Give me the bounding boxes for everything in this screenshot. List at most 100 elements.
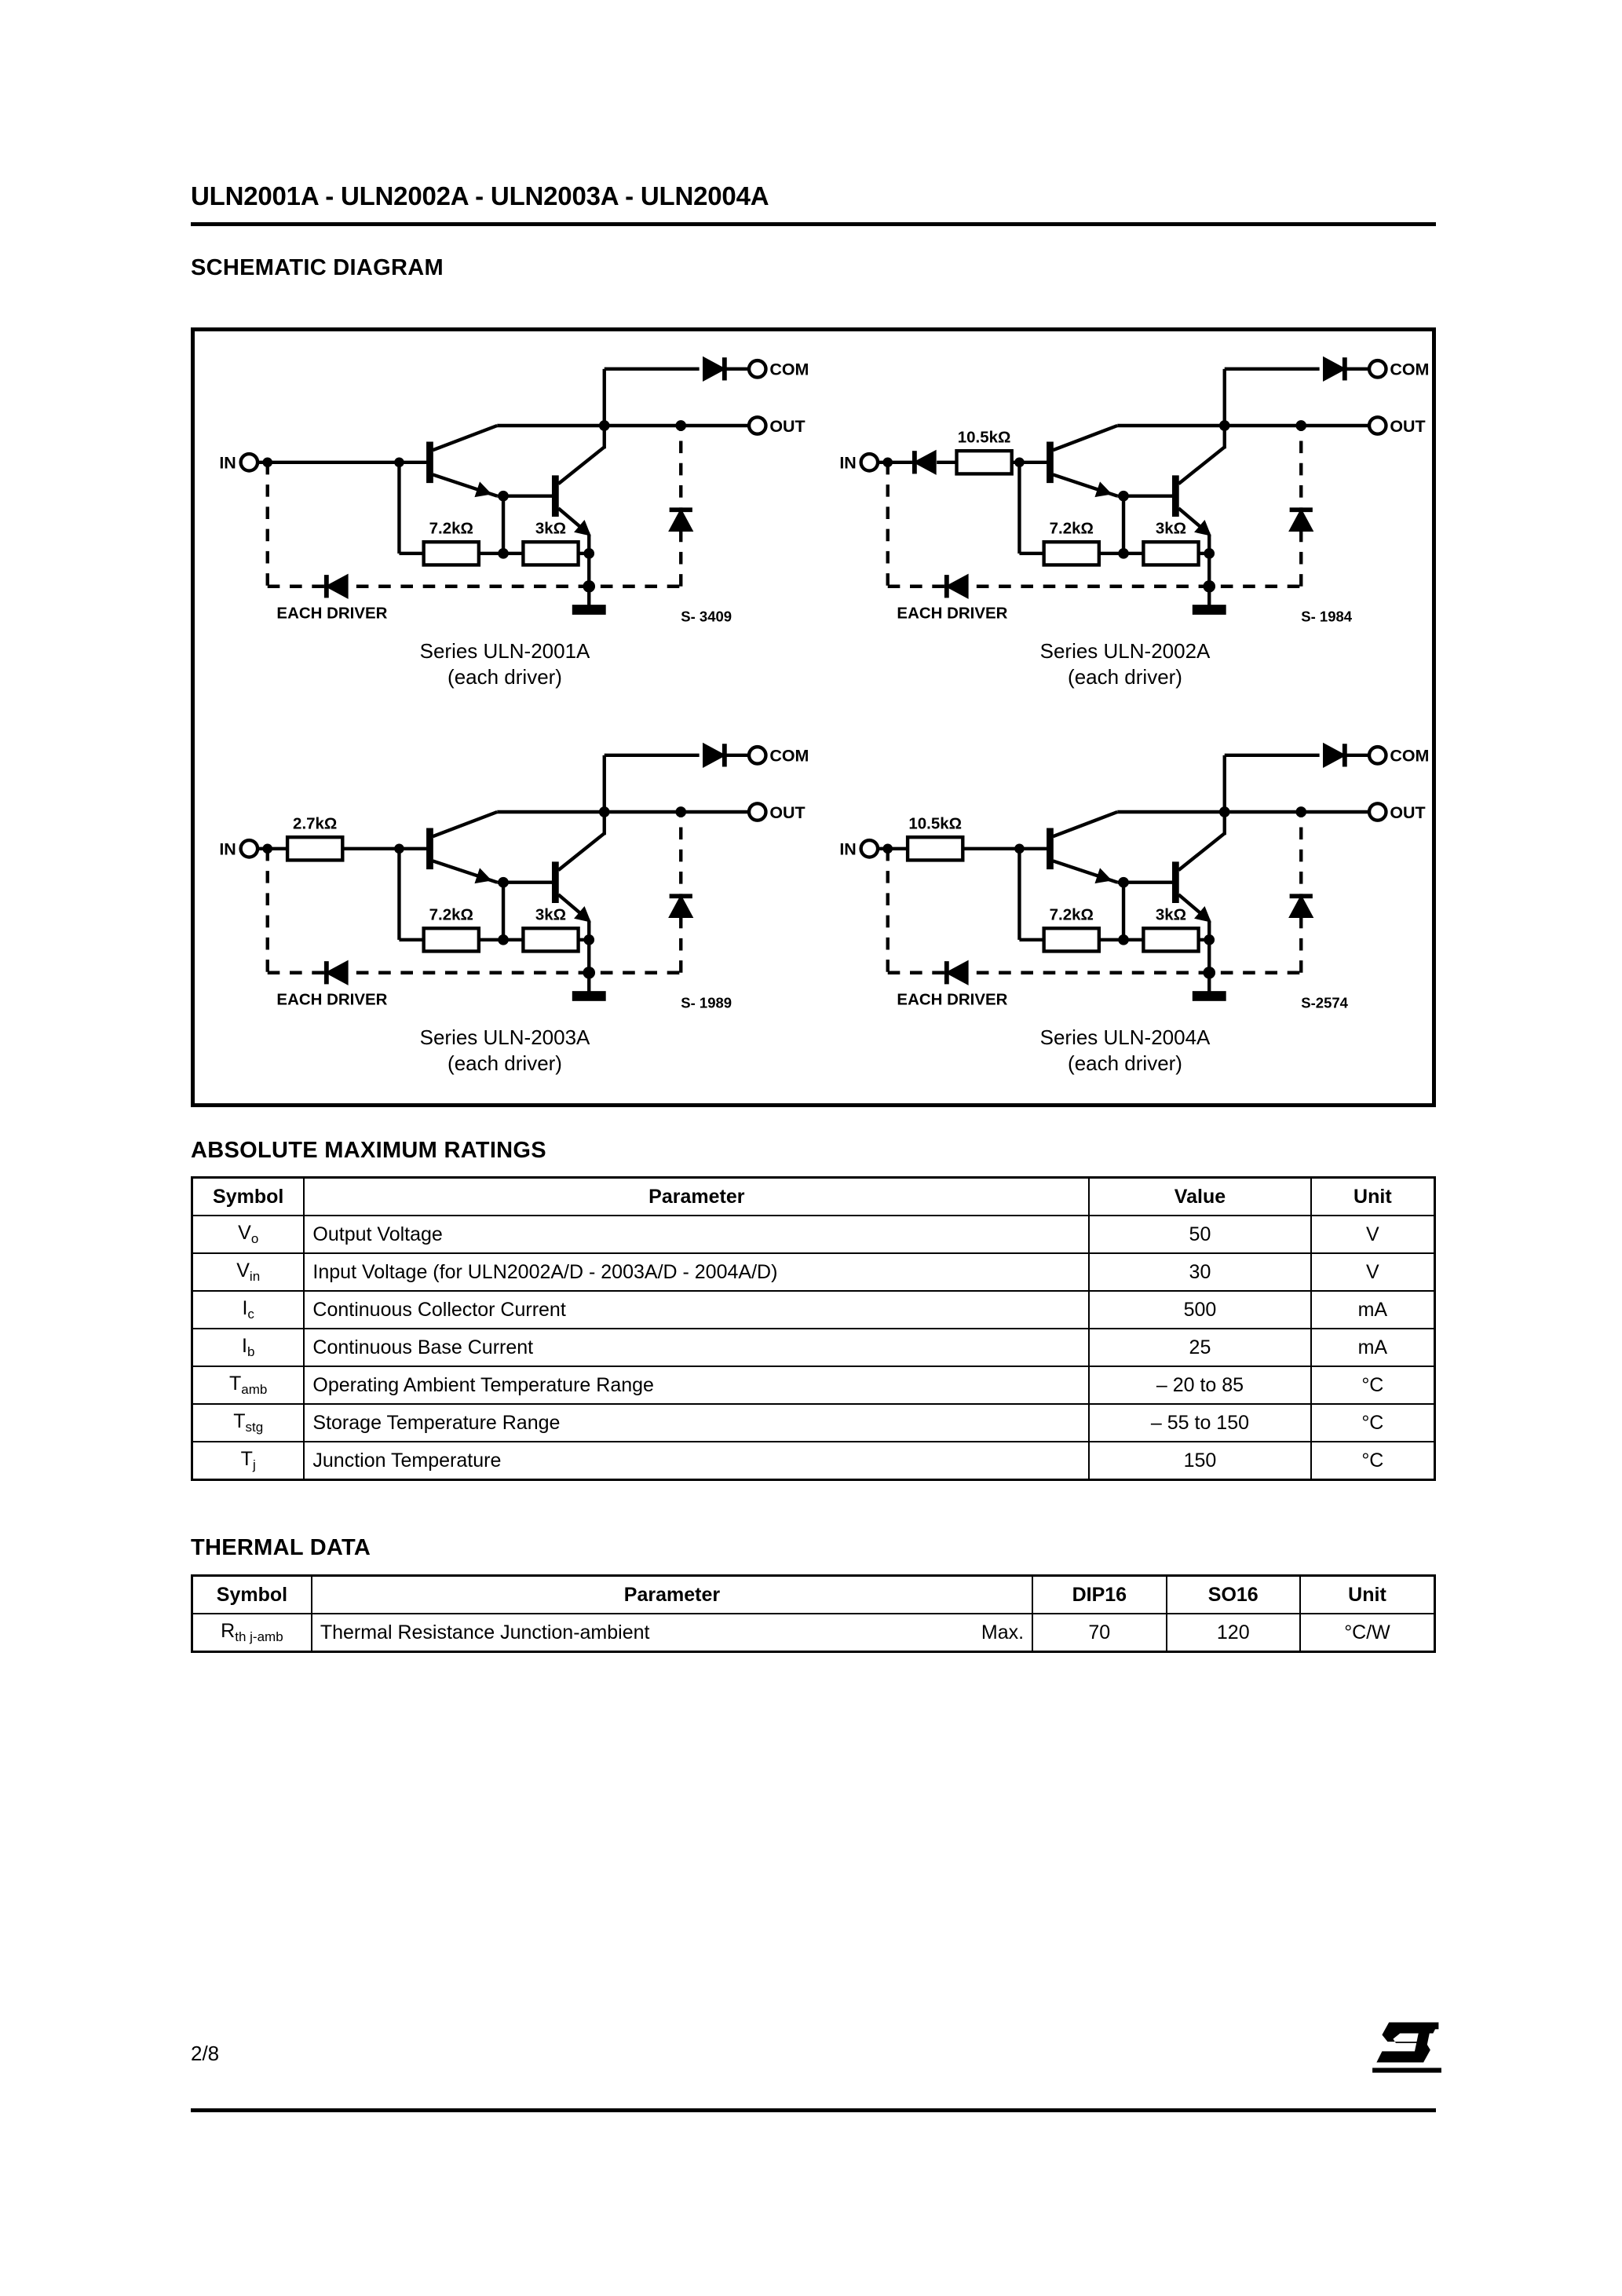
amr-cell-symbol: Tstg — [191, 1403, 305, 1442]
page-number: 2/8 — [191, 2042, 220, 2065]
pin-label-in: IN — [839, 840, 856, 859]
amr-cell-parameter: Continuous Collector Current — [303, 1290, 1090, 1329]
amr-cell-unit: V — [1310, 1215, 1436, 1254]
schematic-reference: S- 3409 — [681, 609, 732, 625]
pin-label-com: COM — [1390, 360, 1429, 379]
thermal-cell-so16: 120 — [1165, 1613, 1301, 1653]
symbol-base: R — [221, 1620, 236, 1642]
amr-cell-value: 500 — [1088, 1290, 1312, 1329]
pin-label-in: IN — [219, 454, 236, 473]
amr-cell-unit: V — [1310, 1252, 1436, 1292]
amr-th-value: Value — [1088, 1176, 1312, 1216]
schematic-caption-uln2001a: Series ULN-2001A(each driver) — [199, 638, 811, 690]
thermal-cell-symbol: Rth j-amb — [191, 1613, 312, 1653]
amr-header-row: Symbol Parameter Value Unit — [191, 1176, 1436, 1216]
amr-cell-unit: mA — [1310, 1328, 1436, 1367]
pin-label-out: OUT — [1390, 803, 1425, 822]
each-driver-note: EACH DRIVER — [897, 991, 1007, 1009]
symbol-subscript: j — [252, 1457, 256, 1472]
symbol-subscript: o — [250, 1231, 259, 1246]
thermal-cell-dip16: 70 — [1032, 1613, 1167, 1653]
thermal-cell-parameter: Thermal Resistance Junction-ambient Max. — [310, 1613, 1034, 1653]
amr-cell-symbol: Tj — [191, 1441, 305, 1481]
page-title: ULN2001A - ULN2002A - ULN2003A - ULN2004… — [191, 181, 769, 210]
amr-table-head: Symbol Parameter Value Unit — [191, 1176, 1436, 1216]
amr-th-unit: Unit — [1310, 1176, 1436, 1216]
amr-cell-value: 150 — [1088, 1441, 1312, 1481]
pin-label-out: OUT — [1390, 417, 1425, 436]
header-divider — [191, 222, 1436, 226]
each-driver-note: EACH DRIVER — [276, 605, 387, 623]
caption-line-1: Series ULN-2004A — [1039, 1026, 1211, 1049]
thermal-th-dip16: DIP16 — [1032, 1574, 1167, 1614]
resistor-label-3k: 3kΩ — [1156, 905, 1186, 923]
symbol-base: V — [236, 1260, 250, 1281]
schematic-caption-uln2003a: Series ULN-2003A(each driver) — [199, 1025, 811, 1077]
amr-cell-unit: °C — [1310, 1441, 1436, 1481]
each-driver-note: EACH DRIVER — [276, 991, 387, 1009]
st-logo — [1372, 2022, 1441, 2073]
symbol-subscript: c — [247, 1307, 254, 1322]
thermal-th-so16: SO16 — [1165, 1574, 1301, 1614]
caption-line-1: Series ULN-2001A — [419, 639, 590, 663]
amr-cell-value: – 55 to 150 — [1088, 1403, 1312, 1442]
amr-cell-symbol: Vo — [191, 1215, 305, 1254]
resistor-label-input: 10.5kΩ — [908, 814, 962, 832]
thermal-th-symbol: Symbol — [191, 1574, 312, 1614]
amr-cell-unit: mA — [1310, 1290, 1436, 1329]
caption-line-1: Series ULN-2003A — [419, 1026, 590, 1049]
resistor-label-7k2: 7.2kΩ — [1050, 905, 1094, 923]
section-heading-absolute-maximum-ratings: ABSOLUTE MAXIMUM RATINGS — [191, 1138, 546, 1163]
symbol-base: T — [240, 1448, 253, 1470]
amr-cell-parameter: Junction Temperature — [303, 1441, 1090, 1481]
schematic-reference: S- 1989 — [681, 995, 732, 1011]
schematic-caption-uln2002a: Series ULN-2002A(each driver) — [819, 638, 1431, 690]
symbol-subscript: amb — [241, 1382, 268, 1397]
symbol-subscript: th j-amb — [235, 1629, 283, 1644]
thermal-header-row: Symbol Parameter DIP16 SO16 Unit — [191, 1574, 1436, 1614]
schematic-reference: S-2574 — [1301, 995, 1348, 1011]
parameter-qualifier: Max. — [981, 1621, 1025, 1643]
caption-line-2: (each driver) — [448, 665, 562, 689]
amr-cell-parameter: Output Voltage — [303, 1215, 1090, 1254]
amr-cell-parameter: Continuous Base Current — [303, 1328, 1090, 1367]
amr-cell-parameter: Storage Temperature Range — [303, 1403, 1090, 1442]
amr-cell-symbol: Tamb — [191, 1366, 305, 1405]
amr-cell-value: 30 — [1088, 1252, 1312, 1292]
caption-line-2: (each driver) — [1068, 1051, 1182, 1075]
pin-label-in: IN — [839, 454, 856, 473]
pin-label-com: COM — [769, 747, 809, 766]
symbol-base: V — [238, 1222, 251, 1244]
symbol-subscript: stg — [245, 1420, 264, 1435]
symbol-base: I — [241, 1335, 247, 1357]
pin-label-in: IN — [219, 840, 236, 859]
schematic-diagram-box — [191, 327, 1436, 1107]
each-driver-note: EACH DRIVER — [897, 605, 1007, 623]
amr-cell-parameter: Operating Ambient Temperature Range — [303, 1366, 1090, 1405]
amr-cell-unit: °C — [1310, 1403, 1436, 1442]
thermal-data-table: Symbol Parameter DIP16 SO16 Unit Rth j-a… — [191, 1574, 1436, 1653]
parameter-text: Thermal Resistance Junction-ambient — [320, 1621, 650, 1643]
amr-cell-unit: °C — [1310, 1366, 1436, 1405]
caption-line-2: (each driver) — [448, 1051, 562, 1075]
symbol-base: I — [242, 1297, 248, 1319]
footer-divider — [191, 2108, 1436, 2112]
resistor-label-7k2: 7.2kΩ — [429, 905, 473, 923]
resistor-label-3k: 3kΩ — [1156, 519, 1186, 537]
resistor-label-7k2: 7.2kΩ — [1050, 519, 1094, 537]
